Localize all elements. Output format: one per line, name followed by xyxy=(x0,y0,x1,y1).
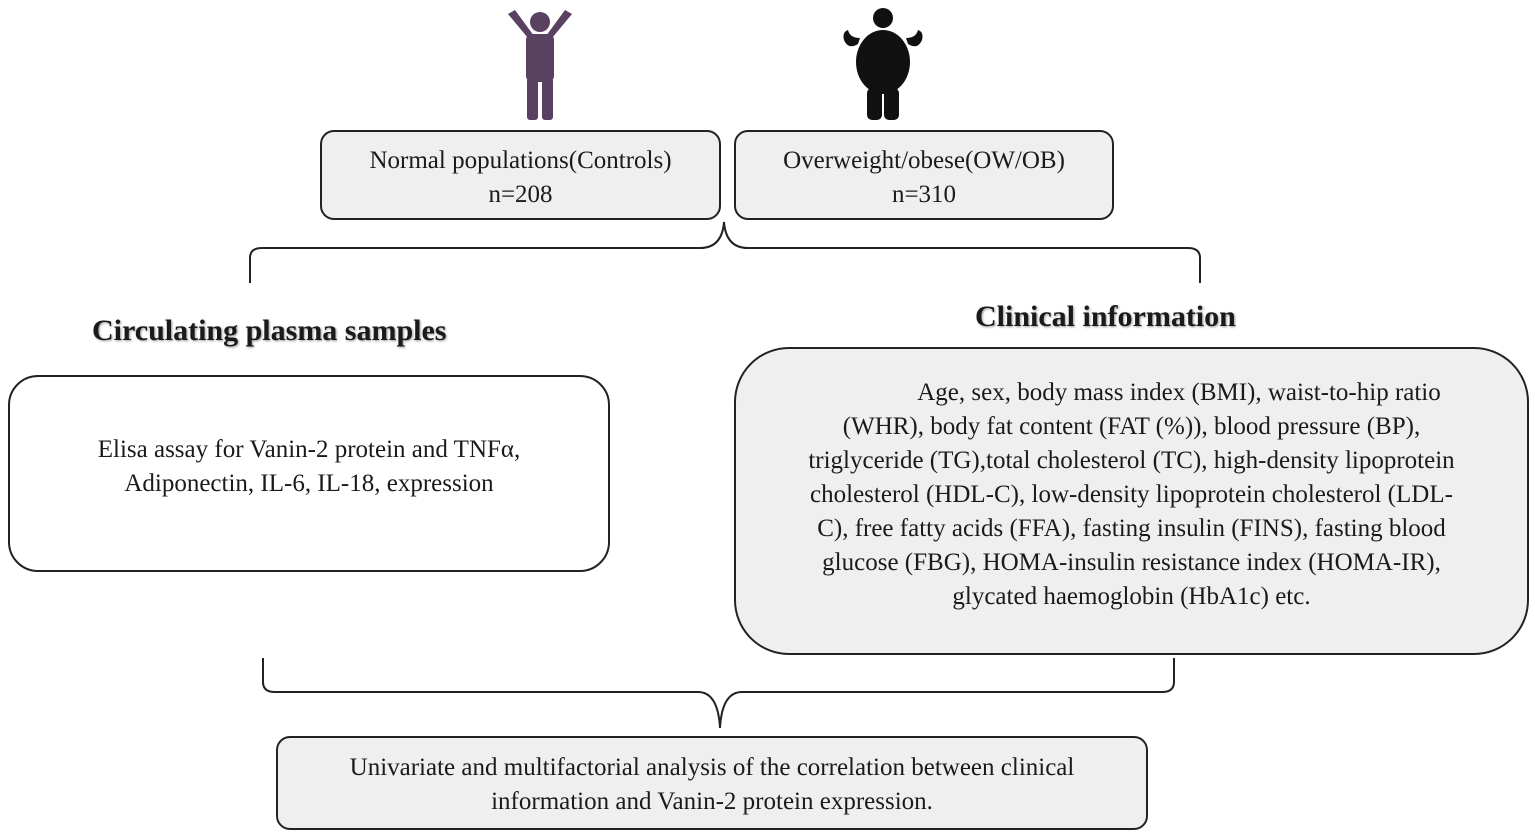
controls-group-box: Normal populations(Controls) n=208 xyxy=(320,130,721,220)
obese-count: n=310 xyxy=(891,181,957,208)
analysis-box: Univariate and multifactorial analysis o… xyxy=(276,736,1148,830)
clinical-line-1: Age, sex, body mass index (BMI), waist-t… xyxy=(917,379,1441,406)
top-brace xyxy=(249,221,1201,283)
clinical-line-4: cholesterol (HDL-C), low-density lipopro… xyxy=(810,481,1453,508)
controls-title: Normal populations(Controls) xyxy=(369,147,672,174)
person-shrug-icon xyxy=(843,8,923,120)
clinical-line-6: glucose (FBG), HOMA-insulin resistance i… xyxy=(822,549,1441,576)
person-arms-up-icon xyxy=(508,10,572,120)
clinical-box: Age, sex, body mass index (BMI), waist-t… xyxy=(734,347,1529,655)
plasma-heading: Circulating plasma samples xyxy=(92,314,447,347)
plasma-line-2: Adiponectin, IL-6, IL-18, expression xyxy=(124,470,494,497)
clinical-line-3: triglyceride (TG),total cholesterol (TC)… xyxy=(808,447,1455,474)
plasma-line-1: Elisa assay for Vanin-2 protein and TNFα… xyxy=(97,436,521,463)
clinical-line-5: C), free fatty acids (FFA), fasting insu… xyxy=(817,515,1446,542)
controls-count: n=208 xyxy=(488,181,553,208)
obese-group-box: Overweight/obese(OW/OB) n=310 xyxy=(734,130,1114,220)
analysis-line-1: Univariate and multifactorial analysis o… xyxy=(349,754,1075,781)
clinical-line-7: glycated haemoglobin (HbA1c) etc. xyxy=(952,583,1311,610)
analysis-line-2: information and Vanin-2 protein expressi… xyxy=(491,788,933,815)
plasma-box: Elisa assay for Vanin-2 protein and TNFα… xyxy=(8,375,610,572)
bottom-brace xyxy=(262,658,1175,729)
clinical-line-2: (WHR), body fat content (FAT (%)), blood… xyxy=(842,413,1421,440)
clinical-heading: Clinical information xyxy=(975,300,1236,333)
obese-title: Overweight/obese(OW/OB) xyxy=(783,147,1065,174)
